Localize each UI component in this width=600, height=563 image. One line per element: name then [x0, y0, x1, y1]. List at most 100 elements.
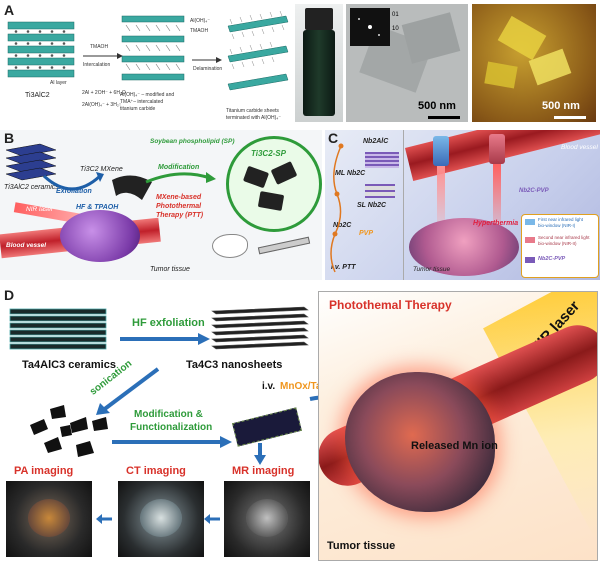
released-mn-label: Released Mn ion — [411, 440, 498, 452]
b-tumor — [60, 210, 140, 262]
hf-exfoliation-arrow — [120, 333, 210, 345]
modification-arrow-d — [112, 436, 232, 448]
delamination-label: Delamination — [193, 66, 223, 72]
ti3alc2-label: Ti3AlC2 — [25, 92, 50, 99]
nir-beam-1 — [437, 166, 445, 226]
iv-ptt-label: i.v. PTT — [331, 264, 356, 271]
ptt-scene: Photothemal Therapy NIR laser Released M… — [318, 291, 598, 561]
pa-imaging-label: PA imaging — [14, 465, 74, 477]
ct-imaging-label: CT imaging — [126, 465, 186, 477]
mouse-illustration — [212, 234, 248, 258]
down-arrow-d — [254, 443, 266, 465]
nir-legend: First near infrared light bio-window (NI… — [521, 214, 599, 278]
delamination-arrow — [192, 57, 222, 63]
mr-image — [224, 481, 310, 557]
nb2alc-label: Nb2AlC — [363, 138, 389, 145]
modification-arrow — [145, 172, 216, 184]
ta4c3-stack — [211, 306, 309, 350]
c-tumor — [409, 218, 519, 276]
soybean-label: Soybean phospholipid (SP) — [150, 138, 235, 145]
reaction-1: 2Al + 2OH⁻ + 6H₂O — [82, 90, 126, 96]
hf-tpaoh-label: HF & TPAOH — [76, 204, 119, 211]
pvp-label: PVP — [359, 230, 374, 237]
al-layer-label: Al layer — [50, 80, 67, 86]
ti3alc2-layers — [7, 21, 75, 78]
panel-a: A Al layer Ti3AlC2 TMAOH Intercalation 2… — [0, 0, 600, 128]
sl-nb2c-label: SL Nb2C — [357, 202, 387, 209]
titanium-carbide-label: titanium carbide — [120, 106, 156, 112]
panel-a-letter: A — [4, 2, 15, 18]
ta4c3-flakes — [30, 405, 108, 457]
photothermal-label: Photothemal Therapy — [329, 298, 452, 312]
ta4alc3-label: Ta4AlC3 ceramics — [22, 359, 116, 371]
sheets-label-2: terminated with Al(OH)₄⁻ — [226, 115, 281, 121]
vial-photo — [295, 4, 343, 122]
ct-to-pa-arrow — [96, 514, 112, 524]
ptt-line-2: Photothermal — [156, 203, 202, 210]
ta4c3-label: Ta4C3 nanosheets — [186, 359, 283, 371]
tma-label: TMA⁺– intercalated — [120, 99, 164, 105]
mxene-sheet — [112, 175, 152, 200]
functionalization-label: Functionalization — [130, 422, 213, 433]
functionalized-sheet — [232, 407, 302, 447]
panel-c-letter: C — [328, 130, 339, 146]
legend-nir-ii-b: bio-window (NIR-II) — [538, 241, 577, 246]
mxene-label: Ti3C2 MXene — [80, 166, 123, 173]
panel-c: C Nb2AlC ML Nb2C SL Nb2C Nb2C PVP i.v. P… — [325, 130, 600, 280]
modification-label: Modification — [158, 164, 200, 171]
ml-nb2c-label: ML Nb2C — [335, 170, 366, 177]
panel-d-letter: D — [4, 287, 15, 303]
afm-scale-bar — [554, 116, 586, 119]
nb2c-layers — [365, 152, 399, 168]
tem-scale-bar — [428, 116, 460, 119]
panel-b-letter: B — [4, 130, 15, 146]
legend-nb2c-pvp: Nb2C-PVP — [538, 256, 566, 262]
exfoliation-label: Exfoliation — [56, 188, 92, 195]
tem-scale-label: 500 nm — [418, 100, 456, 112]
reaction-2: 2Al(OH)₄⁻ + 3H₂↑ — [82, 102, 122, 108]
aloh4-label: Al(OH)₄⁻ — [190, 18, 210, 24]
panel-b: B Ti3AlC2 ceramics Exfoliation Ti3C2 MXe… — [0, 130, 322, 280]
d-tumor-tissue-label: Tumor tissue — [327, 540, 396, 552]
ta4alc3-stack — [9, 308, 107, 350]
tmaoh-label-2: TMAOH — [190, 28, 209, 34]
ti3c2-sp-label: Ti3C2-SP — [251, 149, 286, 158]
modification-label: Modification & — [134, 409, 203, 420]
ct-image — [118, 481, 204, 557]
intercalated-layers — [121, 15, 185, 81]
nir-beam-2 — [493, 164, 501, 226]
diffraction-inset — [350, 8, 390, 46]
ceramics-label: Ti3AlC2 ceramics — [4, 184, 59, 191]
nb2c-flow-path — [330, 143, 344, 273]
mr-to-ct-arrow — [204, 514, 220, 524]
intercalation-label: Intercalation — [83, 62, 111, 68]
sonication-arrow — [96, 367, 160, 415]
c-blood-vessel-label: Blood vessel — [561, 144, 598, 151]
modified-label: Al(OH)₄⁻ – modified and — [120, 92, 175, 98]
tem-image: 01 10 500 nm — [346, 4, 468, 122]
exfoliation-curved-arrow — [42, 172, 104, 191]
afm-image: 500 nm — [472, 4, 596, 122]
ti3alc2-ceramics-stack — [5, 143, 57, 181]
legend-nir-i-b: bio-window (NIR-I) — [538, 223, 576, 228]
b-tumor-tissue-label: Tumor tissue — [150, 266, 190, 273]
carbide-sheets — [227, 10, 289, 91]
d-tumor — [345, 372, 495, 512]
pa-image — [6, 481, 92, 557]
ptt-line-1: MXene-based — [156, 194, 202, 201]
intercalation-arrow — [83, 53, 123, 59]
legend-nir-i-a: First near infrared light — [538, 217, 584, 222]
b-nir-laser-label: NIR laser — [26, 206, 54, 213]
hyperthermia-label: Hyperthermia — [473, 220, 519, 227]
tmaoh-label: TMAOH — [90, 44, 109, 50]
nir-i-laser — [433, 136, 449, 166]
nb2c-label: Nb2C — [333, 222, 352, 229]
ti3c2-sp-circle: Ti3C2-SP — [226, 136, 322, 232]
diff-01-label: 01 — [392, 12, 399, 18]
c-nb2c-pvp-label: Nb2C-PVP — [519, 188, 549, 194]
syringe — [257, 236, 311, 255]
c-tumor-tissue-label: Tumor tissue — [413, 266, 451, 273]
hf-exfoliation-label: HF exfoliation — [132, 317, 205, 329]
sheets-label-1: Titanium carbide sheets — [226, 108, 279, 114]
ptt-line-3: Therapy (PTT) — [156, 212, 204, 219]
